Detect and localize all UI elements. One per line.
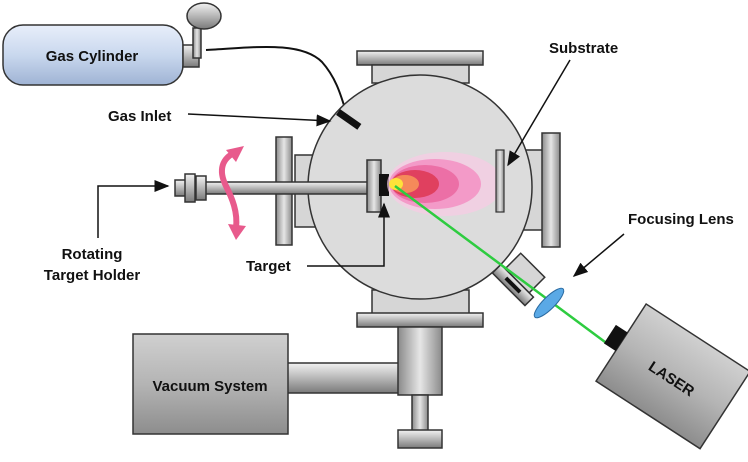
target-disc (379, 174, 389, 196)
target-label: Target (246, 258, 291, 275)
laser-beam (394, 184, 606, 344)
rotation-arrow-icon (218, 146, 246, 240)
focusing-lens (533, 287, 565, 319)
focusing-lens-arrow (572, 233, 625, 277)
plasma-plume (387, 152, 503, 216)
focusing-lens-label: Focusing Lens (628, 211, 734, 228)
substrate-label: Substrate (549, 40, 618, 57)
gas-inlet-label: Gas Inlet (108, 108, 171, 125)
gas-inlet-arrow (187, 113, 332, 127)
gas-line (205, 45, 349, 119)
rotating-target-holder-label-line1: Rotating (62, 246, 123, 263)
target-arrow (307, 202, 390, 267)
substrate-plate (495, 149, 505, 213)
rotating-target-holder-label-line2: Target Holder (44, 267, 141, 284)
gas-inlet-valve (336, 109, 362, 130)
substrate-arrow (507, 59, 571, 167)
rotating-target-holder-arrow (97, 180, 170, 238)
rotating-target-holder (174, 159, 382, 213)
vacuum-system-label: Vacuum System (152, 378, 267, 395)
gas-cylinder-label: Gas Cylinder (46, 48, 139, 65)
laser-unit (595, 302, 748, 450)
vacuum-system (132, 326, 443, 449)
gas-cylinder (2, 2, 222, 86)
